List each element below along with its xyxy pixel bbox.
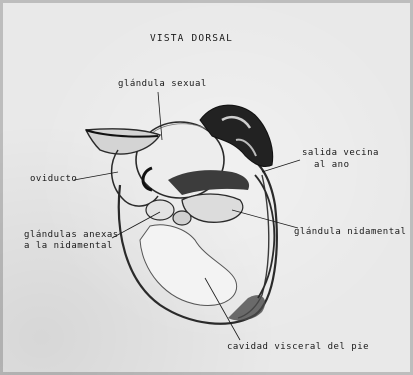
label-gonad: glándula sexual bbox=[118, 79, 207, 90]
sac-shadow bbox=[228, 295, 265, 320]
leader-nidamental bbox=[232, 210, 298, 228]
label-accessory-line2: a la nidamental bbox=[24, 241, 113, 252]
label-nidamental: glándula nidamental bbox=[294, 227, 406, 238]
label-anal-exit-line2: al ano bbox=[314, 160, 350, 171]
label-visceral: cavidad visceral del pie bbox=[227, 342, 369, 353]
label-anal-exit-line1: salida vecina bbox=[302, 148, 379, 159]
label-accessory-line1: glándulas anexas bbox=[24, 230, 119, 241]
label-oviduct: oviducto bbox=[30, 174, 77, 185]
figure-title: VISTA DORSAL bbox=[150, 33, 233, 44]
accessory-gland-2 bbox=[173, 211, 191, 225]
right-tube bbox=[255, 175, 274, 298]
visceral-cavity bbox=[140, 225, 237, 306]
